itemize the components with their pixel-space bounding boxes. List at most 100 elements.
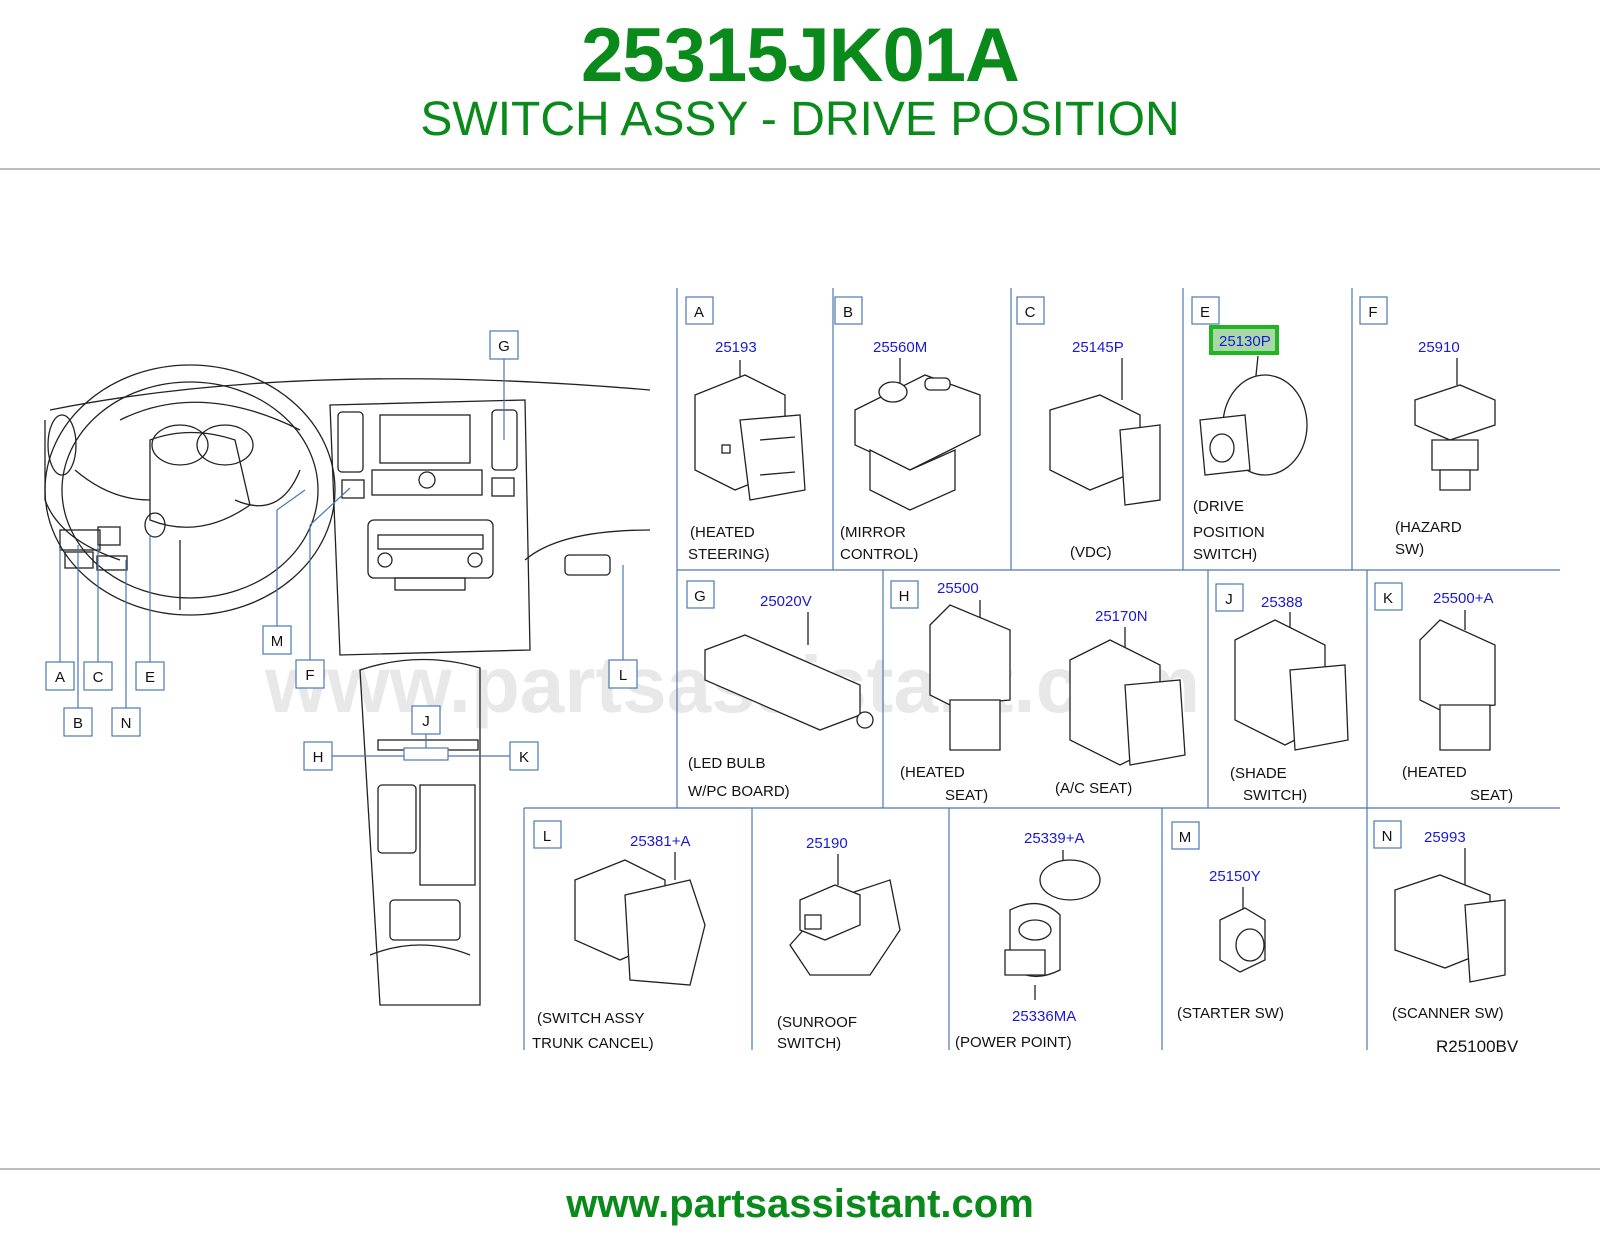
svg-text:G: G	[694, 588, 706, 605]
callout-e[interactable]: E	[135, 661, 165, 691]
svg-text:K: K	[519, 749, 529, 766]
svg-text:C: C	[1025, 304, 1036, 321]
svg-text:A: A	[694, 304, 704, 321]
svg-text:POSITION: POSITION	[1193, 524, 1265, 541]
cell-k-heated-seat: K 25500+A (HEATED SEAT)	[1374, 582, 1513, 804]
callout-m[interactable]: M	[262, 625, 292, 655]
cell-b-mirror-control: B 25560M (MIRROR CONTROL)	[834, 296, 981, 563]
svg-text:J: J	[1225, 591, 1233, 608]
svg-text:(SUNROOF: (SUNROOF	[777, 1014, 857, 1031]
svg-text:W/PC BOARD): W/PC BOARD)	[688, 783, 790, 800]
part-number-25190[interactable]: 25190	[806, 835, 848, 852]
cell-sunroof-switch: 25190 (SUNROOF SWITCH)	[777, 835, 901, 1052]
part-number-25560m[interactable]: 25560M	[873, 339, 927, 356]
cell-g-led-bulb-board: G 25020V (LED BULB W/PC BOARD)	[686, 580, 874, 800]
svg-text:(HAZARD: (HAZARD	[1395, 519, 1462, 536]
header-divider	[0, 168, 1600, 170]
svg-text:SEAT): SEAT)	[1470, 787, 1513, 804]
part-number-25020v[interactable]: 25020V	[760, 593, 812, 610]
svg-text:SWITCH): SWITCH)	[1193, 546, 1257, 563]
svg-text:C: C	[93, 669, 104, 686]
svg-text:SW): SW)	[1395, 541, 1424, 558]
callout-k[interactable]: K	[509, 741, 539, 771]
cell-power-point: 25339+A 25336MA (POWER POINT)	[955, 830, 1101, 1051]
footer-divider	[0, 1168, 1600, 1170]
callout-f[interactable]: F	[295, 659, 325, 689]
svg-text:N: N	[121, 715, 132, 732]
svg-text:(A/C SEAT): (A/C SEAT)	[1055, 780, 1132, 797]
svg-text:N: N	[1382, 828, 1393, 845]
cell-m-starter-switch: M 25150Y (STARTER SW)	[1171, 821, 1284, 1022]
svg-text:J: J	[422, 713, 430, 730]
callout-h[interactable]: H	[303, 741, 333, 771]
svg-text:E: E	[145, 669, 155, 686]
callout-j[interactable]: J	[411, 705, 441, 735]
svg-text:(HEATED: (HEATED	[900, 764, 965, 781]
dashboard-overview-drawing	[44, 364, 651, 1006]
svg-text:(LED BULB: (LED BULB	[688, 755, 766, 772]
svg-text:SWITCH): SWITCH)	[777, 1035, 841, 1052]
svg-text:(SHADE: (SHADE	[1230, 765, 1287, 782]
part-number-25993[interactable]: 25993	[1424, 829, 1466, 846]
part-number-25339-a[interactable]: 25339+A	[1024, 830, 1084, 847]
svg-text:TRUNK CANCEL): TRUNK CANCEL)	[532, 1035, 654, 1052]
part-description: SWITCH ASSY - DRIVE POSITION	[420, 93, 1180, 146]
svg-text:H: H	[899, 588, 910, 605]
svg-text:(HEATED: (HEATED	[1402, 764, 1467, 781]
part-number-25500-a[interactable]: 25500+A	[1433, 590, 1493, 607]
part-number-25388[interactable]: 25388	[1261, 594, 1303, 611]
overview-callouts: G M F L A C E B N J H K	[45, 330, 638, 771]
svg-text:(MIRROR: (MIRROR	[840, 524, 906, 541]
footer-url-link[interactable]: www.partsassistant.com	[566, 1182, 1034, 1226]
part-number-25910[interactable]: 25910	[1418, 339, 1460, 356]
part-number-25193[interactable]: 25193	[715, 339, 757, 356]
part-number-25336ma[interactable]: 25336MA	[1012, 1008, 1076, 1025]
svg-text:E: E	[1200, 304, 1210, 321]
callout-c[interactable]: C	[83, 661, 113, 691]
svg-text:M: M	[1179, 829, 1192, 846]
svg-text:(STARTER SW): (STARTER SW)	[1177, 1005, 1284, 1022]
svg-text:SEAT): SEAT)	[945, 787, 988, 804]
cell-l-trunk-cancel-switch: L 25381+A (SWITCH ASSY TRUNK CANCEL)	[532, 820, 706, 1052]
cell-j-shade-switch: J 25388 (SHADE SWITCH)	[1215, 583, 1349, 804]
part-number-25170n[interactable]: 25170N	[1095, 608, 1148, 625]
diagram-reference-code: R25100BV	[1436, 1037, 1519, 1056]
page-header: 25315JK01A SWITCH ASSY - DRIVE POSITION	[0, 0, 1600, 170]
part-number-title: 25315JK01A	[581, 13, 1020, 98]
svg-text:(SWITCH ASSY: (SWITCH ASSY	[537, 1010, 645, 1027]
svg-text:B: B	[843, 304, 853, 321]
highlighted-part-box	[1209, 325, 1279, 355]
callout-g[interactable]: G	[489, 330, 519, 360]
part-number-25500[interactable]: 25500	[937, 580, 979, 597]
parts-grid-lines	[523, 288, 1560, 1050]
callout-l[interactable]: L	[608, 659, 638, 689]
svg-text:CONTROL): CONTROL)	[840, 546, 918, 563]
svg-text:(SCANNER SW): (SCANNER SW)	[1392, 1005, 1504, 1022]
svg-text:STEERING): STEERING)	[688, 546, 770, 563]
callout-n[interactable]: N	[111, 707, 141, 737]
svg-text:SWITCH): SWITCH)	[1243, 787, 1307, 804]
svg-text:B: B	[73, 715, 83, 732]
svg-text:F: F	[1368, 304, 1377, 321]
svg-text:M: M	[271, 633, 284, 650]
svg-text:K: K	[1383, 590, 1393, 607]
cell-c-vdc: C 25145P (VDC)	[1016, 296, 1161, 561]
part-number-25130p-highlighted[interactable]: 25130P	[1219, 333, 1271, 350]
cell-e-drive-position-switch: E 25130P (DRIVE POSITION SWITCH)	[1191, 296, 1308, 563]
svg-text:(DRIVE: (DRIVE	[1193, 498, 1244, 515]
part-number-25381-a[interactable]: 25381+A	[630, 833, 690, 850]
part-number-25150y[interactable]: 25150Y	[1209, 868, 1261, 885]
svg-text:(HEATED: (HEATED	[690, 524, 755, 541]
callout-a[interactable]: A	[45, 661, 75, 691]
svg-text:(POWER POINT): (POWER POINT)	[955, 1034, 1072, 1051]
cell-n-scanner-switch: N 25993 (SCANNER SW)	[1373, 820, 1506, 1022]
part-number-25145p[interactable]: 25145P	[1072, 339, 1124, 356]
cell-f-hazard-switch: F 25910 (HAZARD SW)	[1359, 296, 1496, 558]
svg-text:A: A	[55, 669, 65, 686]
svg-text:F: F	[305, 667, 314, 684]
svg-text:G: G	[498, 338, 510, 355]
callout-b[interactable]: B	[63, 707, 93, 737]
svg-text:(VDC): (VDC)	[1070, 544, 1112, 561]
cell-a-heated-steering: A 25193 (HEATED STEERING)	[685, 296, 806, 563]
